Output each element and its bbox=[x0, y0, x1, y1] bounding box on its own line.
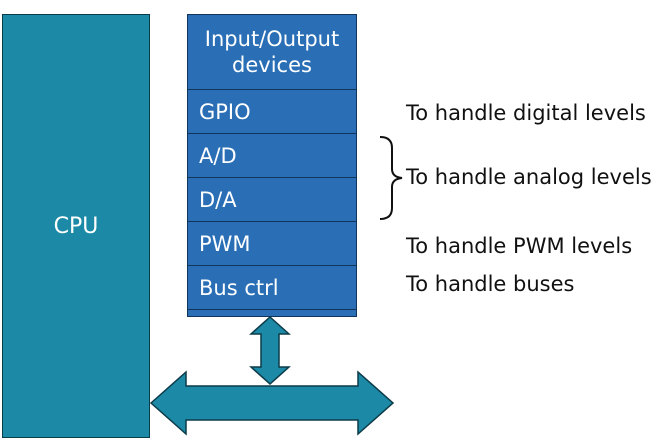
desc-buses: To handle buses bbox=[406, 272, 575, 296]
io-row-pwm: PWM bbox=[188, 222, 356, 266]
desc-digital: To handle digital levels bbox=[406, 101, 646, 125]
desc-analog: To handle analog levels bbox=[406, 165, 652, 189]
io-row-bus-ctrl: Bus ctrl bbox=[188, 266, 356, 310]
io-row-ad-label: A/D bbox=[199, 143, 237, 168]
io-header: Input/Output devices bbox=[188, 15, 356, 90]
io-row-gpio-label: GPIO bbox=[199, 99, 251, 124]
io-row-bus-ctrl-label: Bus ctrl bbox=[199, 275, 279, 300]
cpu-label: CPU bbox=[53, 213, 99, 239]
desc-pwm: To handle PWM levels bbox=[406, 234, 633, 258]
io-row-gpio: GPIO bbox=[188, 90, 356, 134]
io-row-da: D/A bbox=[188, 178, 356, 222]
io-row-da-label: D/A bbox=[199, 187, 237, 212]
analog-brace bbox=[379, 136, 403, 220]
system-bus-arrow bbox=[149, 370, 395, 436]
cpu-block: CPU bbox=[2, 14, 150, 438]
io-bus-connector-arrow bbox=[249, 315, 291, 386]
io-devices-stack: Input/Output devices GPIO A/D D/A PWM Bu… bbox=[187, 14, 357, 317]
io-header-label: Input/Output devices bbox=[204, 26, 340, 77]
io-row-pwm-label: PWM bbox=[199, 231, 251, 256]
io-row-ad: A/D bbox=[188, 134, 356, 178]
